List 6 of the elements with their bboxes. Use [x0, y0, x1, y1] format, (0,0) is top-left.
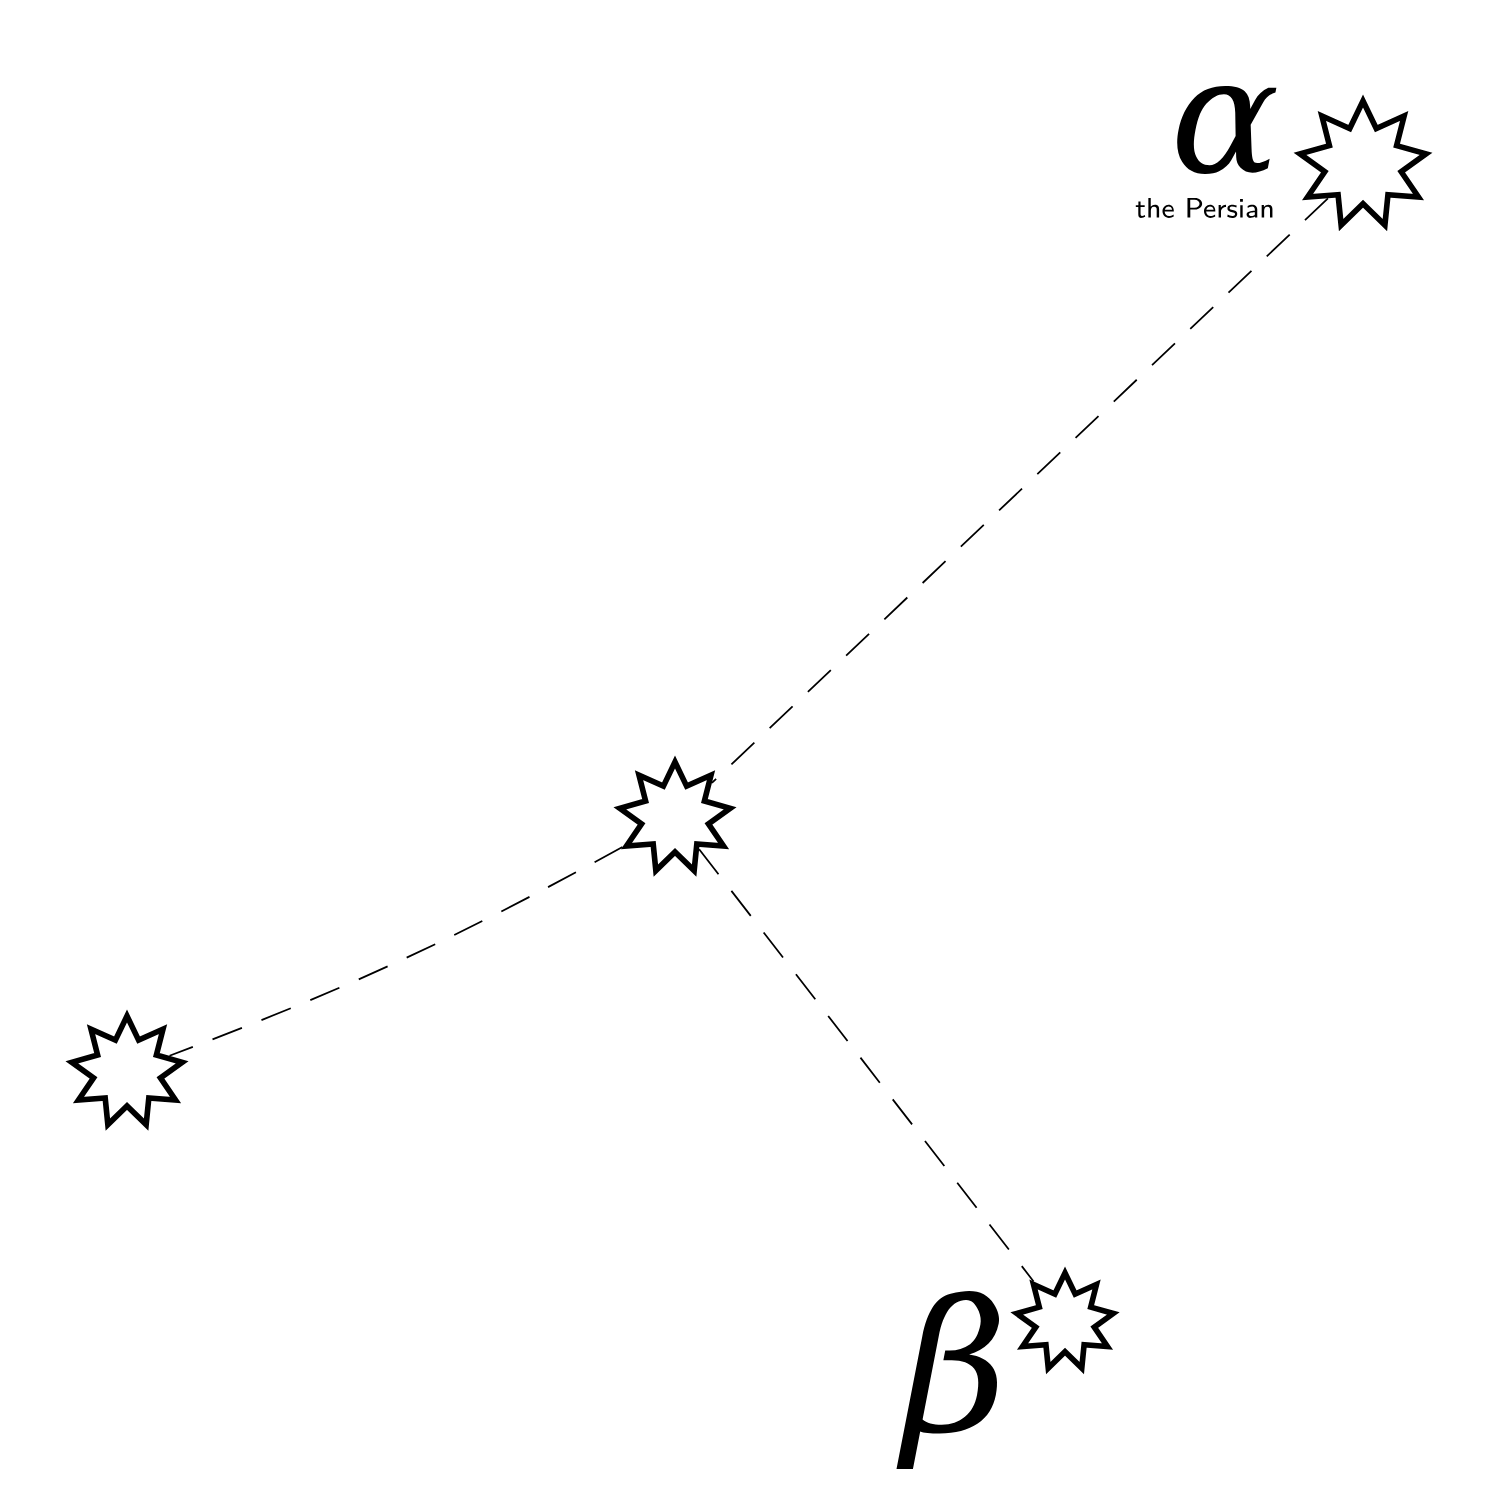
star-label: α [1177, 85, 1277, 175]
dashed-line [711, 197, 1329, 784]
star-caption: the Persian [1135, 198, 1273, 218]
dashed-line [698, 848, 1035, 1283]
star-label: β [896, 1291, 1000, 1469]
dashed-line [168, 846, 624, 1057]
